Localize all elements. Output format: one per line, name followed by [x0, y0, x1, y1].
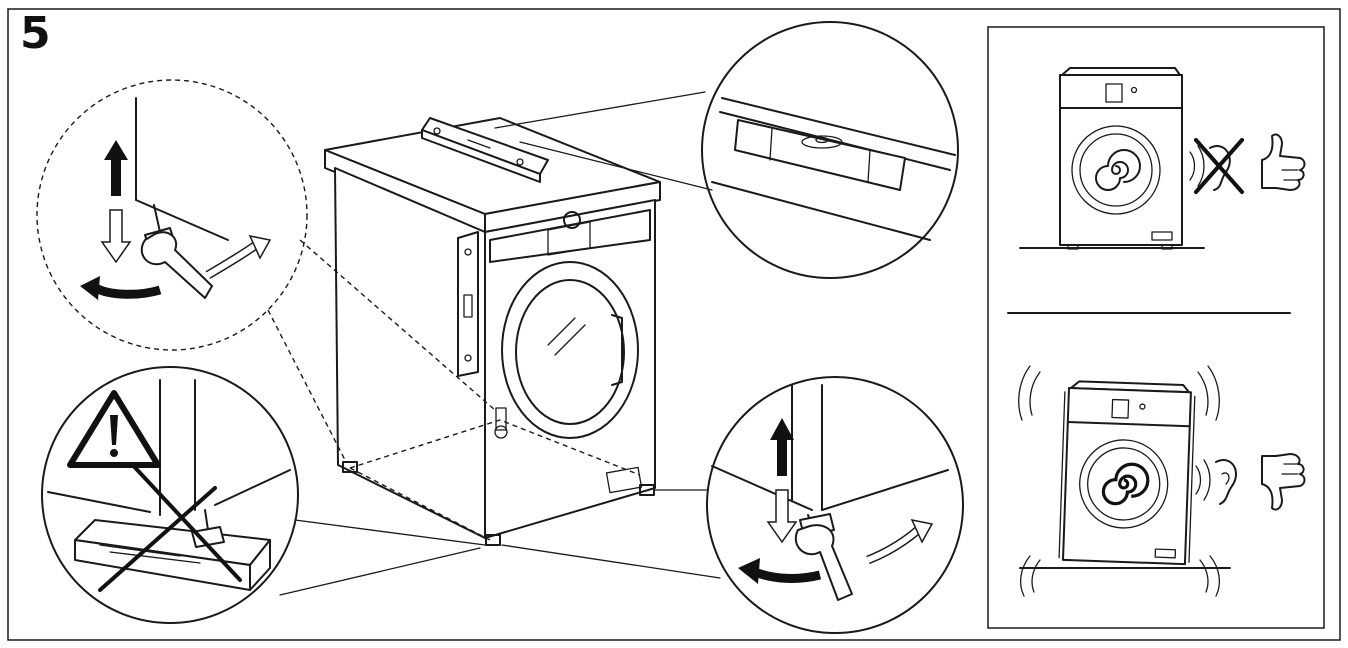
detail-foot-adjust-right — [501, 376, 964, 634]
service-flap — [605, 466, 643, 494]
outer-frame — [7, 8, 1341, 641]
thumbs-up-icon — [1261, 133, 1306, 191]
quiet-machine-panel — [1019, 67, 1306, 250]
detail-foot-adjust-left — [36, 79, 496, 461]
door-outer — [501, 261, 639, 439]
thumbs-down-icon — [1261, 453, 1306, 511]
side-panel-frame — [987, 26, 1325, 629]
washing-machine — [324, 117, 661, 546]
spiral-icon — [1095, 149, 1141, 191]
spirit-level-icon — [421, 117, 549, 183]
door-glass — [515, 279, 625, 425]
detail-level-top — [494, 21, 959, 279]
step-number: 5 — [20, 8, 51, 59]
wrench-icon — [140, 231, 213, 299]
program-knob — [563, 211, 581, 229]
warning-triangle-icon — [67, 390, 161, 468]
detail-wrong-support — [41, 366, 486, 624]
vertical-level — [457, 231, 479, 377]
vibrating-machine-panel — [1018, 365, 1306, 597]
